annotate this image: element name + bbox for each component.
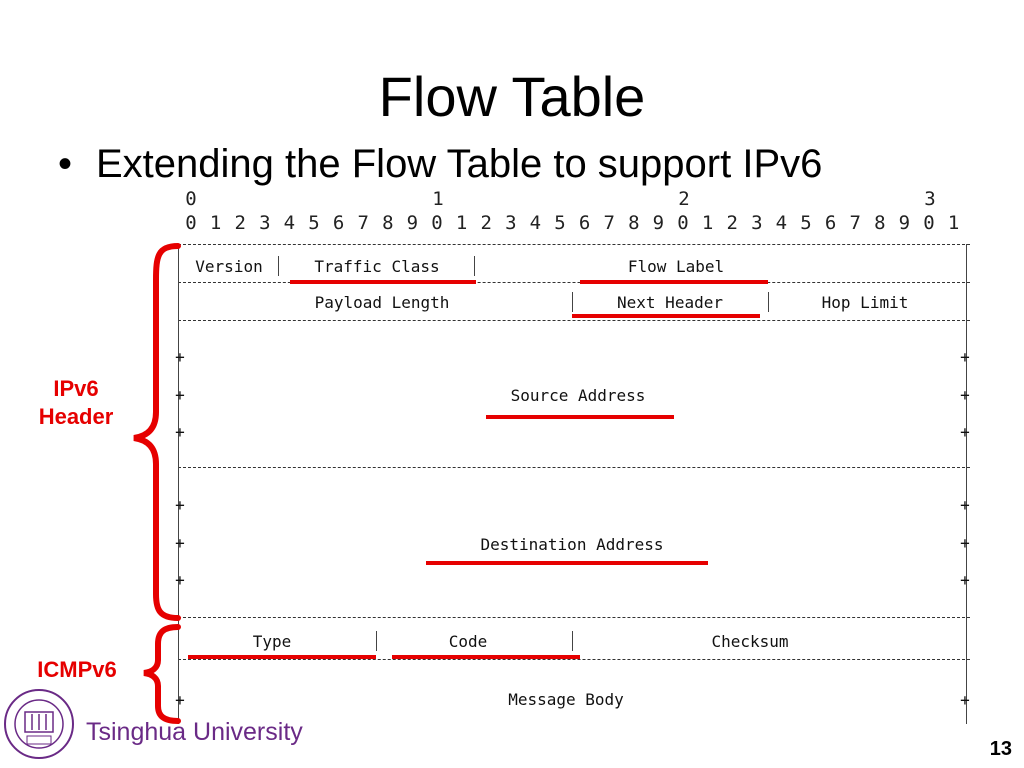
field-payload-length: Payload Length [314, 293, 450, 312]
bit-unit-16: 6 [578, 212, 591, 234]
highlight-next-header [572, 314, 760, 318]
tsinghua-seal-icon [4, 689, 74, 759]
bit-unit-13: 3 [505, 212, 517, 234]
sep-code [572, 631, 573, 651]
highlight-source-address [486, 415, 674, 419]
bit-unit-9: 9 [406, 212, 419, 234]
bullet-dot: • [58, 142, 73, 186]
page-number: 13 [989, 738, 1012, 760]
bit-unit-30: 0 [923, 212, 935, 234]
sep-payload [572, 292, 573, 312]
bit-unit-3: 3 [259, 212, 271, 234]
field-destination-address: Destination Address [480, 535, 664, 554]
row-border-1 [178, 282, 970, 283]
row-border-3 [178, 467, 970, 468]
university-name: Tsinghua University [86, 718, 303, 746]
field-flow-label: Flow Label [627, 257, 725, 276]
bit-unit-20: 0 [677, 212, 689, 234]
row-border-0 [178, 244, 970, 245]
bit-unit-15: 5 [554, 212, 566, 234]
bit-tens-0: 0 [185, 188, 197, 210]
bit-unit-17: 7 [603, 212, 615, 234]
bit-unit-24: 4 [775, 212, 788, 234]
ipv6-header-label: IPv6 Header [26, 375, 126, 431]
ipv6-label-line1: IPv6 [53, 376, 99, 401]
highlight-type [188, 655, 376, 659]
bit-unit-21: 1 [701, 212, 714, 234]
bit-unit-26: 6 [824, 212, 837, 234]
bit-unit-10: 0 [431, 212, 443, 234]
ipv6-label-line2: Header [38, 404, 114, 429]
bit-unit-1: 1 [209, 212, 222, 234]
field-type: Type [252, 632, 292, 651]
highlight-destination-address [426, 561, 708, 565]
sep-next-header [768, 292, 769, 312]
field-hop-limit: Hop Limit [821, 293, 909, 312]
bit-unit-18: 8 [628, 212, 640, 234]
bit-unit-12: 2 [480, 212, 492, 234]
field-checksum: Checksum [711, 632, 789, 651]
field-version: Version [195, 257, 263, 276]
bit-unit-0: 0 [185, 212, 197, 234]
bit-unit-4: 4 [283, 212, 296, 234]
bit-unit-22: 2 [726, 212, 738, 234]
bit-unit-11: 1 [455, 212, 468, 234]
bit-unit-6: 6 [332, 212, 345, 234]
sep-version [278, 256, 279, 276]
bit-tens-2: 2 [678, 188, 690, 210]
bit-unit-19: 9 [652, 212, 665, 234]
highlight-flow-label [580, 280, 768, 284]
bit-tens-3: 3 [924, 188, 936, 210]
highlight-traffic-class [290, 280, 476, 284]
highlight-code [392, 655, 580, 659]
bit-unit-2: 2 [234, 212, 246, 234]
right-edge [966, 244, 967, 724]
bit-unit-29: 9 [898, 212, 911, 234]
row-border-5 [178, 659, 970, 660]
bullet-item: • Extending the Flow Table to support IPv… [58, 140, 822, 188]
slide-title: Flow Table [378, 65, 646, 128]
bullet-text: Extending the Flow Table to support IPv6 [96, 142, 823, 186]
icmpv6-label: ICMPv6 [37, 657, 117, 682]
sep-traffic-class [474, 256, 475, 276]
field-message-body: Message Body [508, 690, 624, 709]
row-border-2 [178, 320, 970, 321]
bit-unit-31: 1 [947, 212, 960, 234]
field-next-header: Next Header [617, 293, 723, 312]
bit-unit-28: 8 [874, 212, 886, 234]
left-edge [178, 244, 179, 724]
bit-unit-27: 7 [849, 212, 861, 234]
icmpv6-brace [143, 624, 181, 724]
field-source-address: Source Address [510, 386, 646, 405]
field-traffic-class: Traffic Class [314, 257, 440, 276]
bit-unit-14: 4 [529, 212, 542, 234]
bit-tens-1: 1 [432, 188, 444, 210]
bit-unit-7: 7 [357, 212, 369, 234]
bit-unit-5: 5 [308, 212, 320, 234]
sep-type [376, 631, 377, 651]
bit-unit-8: 8 [382, 212, 394, 234]
field-code: Code [448, 632, 488, 651]
bit-unit-23: 3 [751, 212, 763, 234]
row-border-4 [178, 617, 970, 618]
bit-unit-25: 5 [800, 212, 812, 234]
ipv6-header-brace [133, 243, 181, 621]
